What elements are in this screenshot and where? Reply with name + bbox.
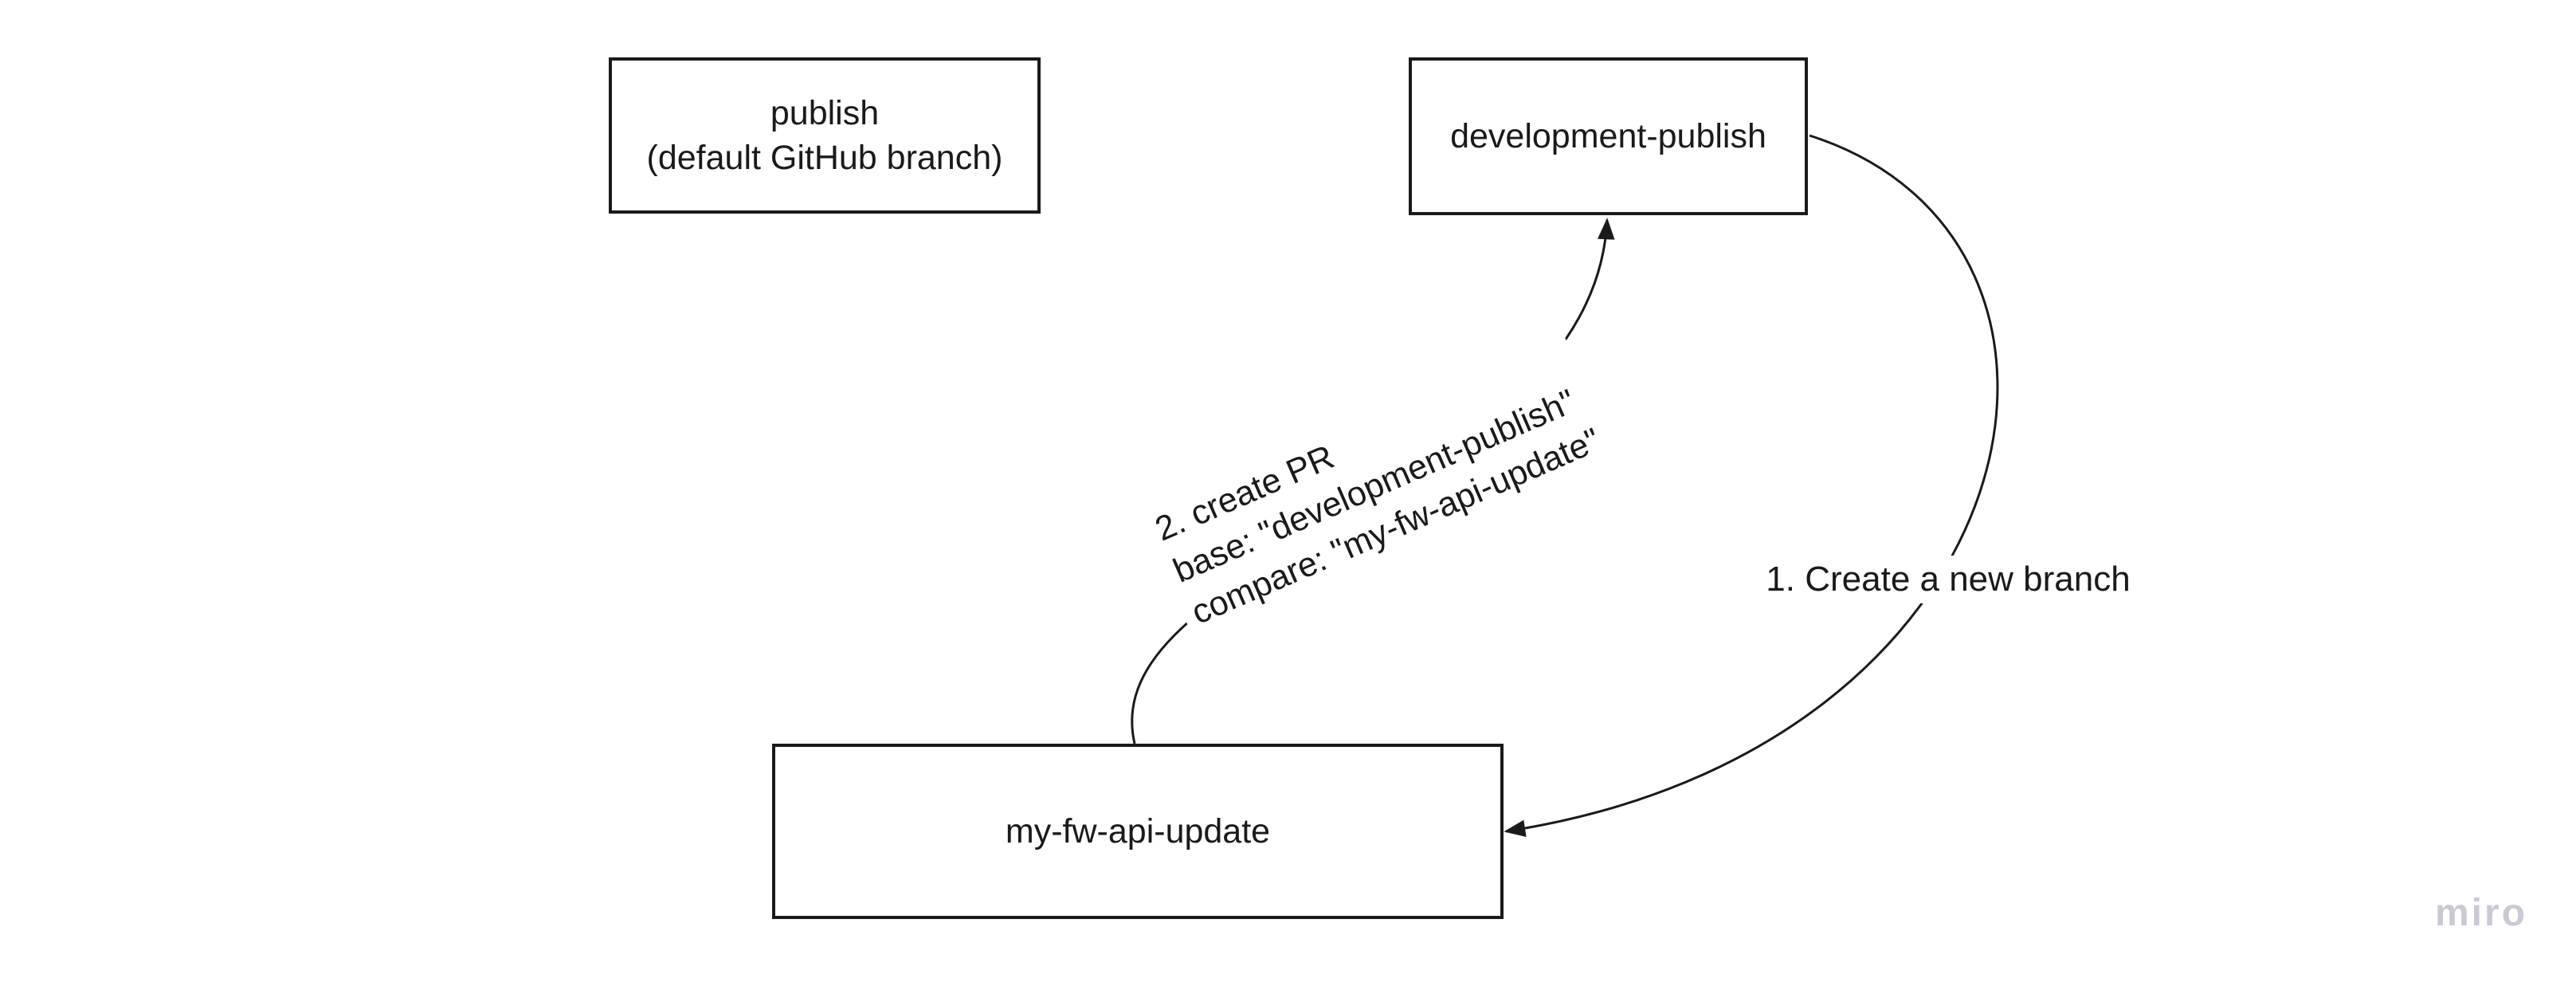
- node-my-fw-api-update[interactable]: my-fw-api-update: [772, 744, 1504, 919]
- node-publish-label: publish (default GitHub branch): [646, 94, 1003, 177]
- connector-label-create-branch[interactable]: 1. Create a new branch: [1756, 556, 2140, 603]
- node-publish[interactable]: publish (default GitHub branch): [609, 57, 1041, 214]
- connector-create-branch[interactable]: [1504, 134, 1999, 837]
- miro-watermark: miro: [2435, 892, 2528, 934]
- node-my-fw-api-update-label: my-fw-api-update: [1005, 812, 1271, 850]
- node-development-publish-label: development-publish: [1450, 117, 1766, 155]
- node-development-publish[interactable]: development-publish: [1409, 57, 1808, 215]
